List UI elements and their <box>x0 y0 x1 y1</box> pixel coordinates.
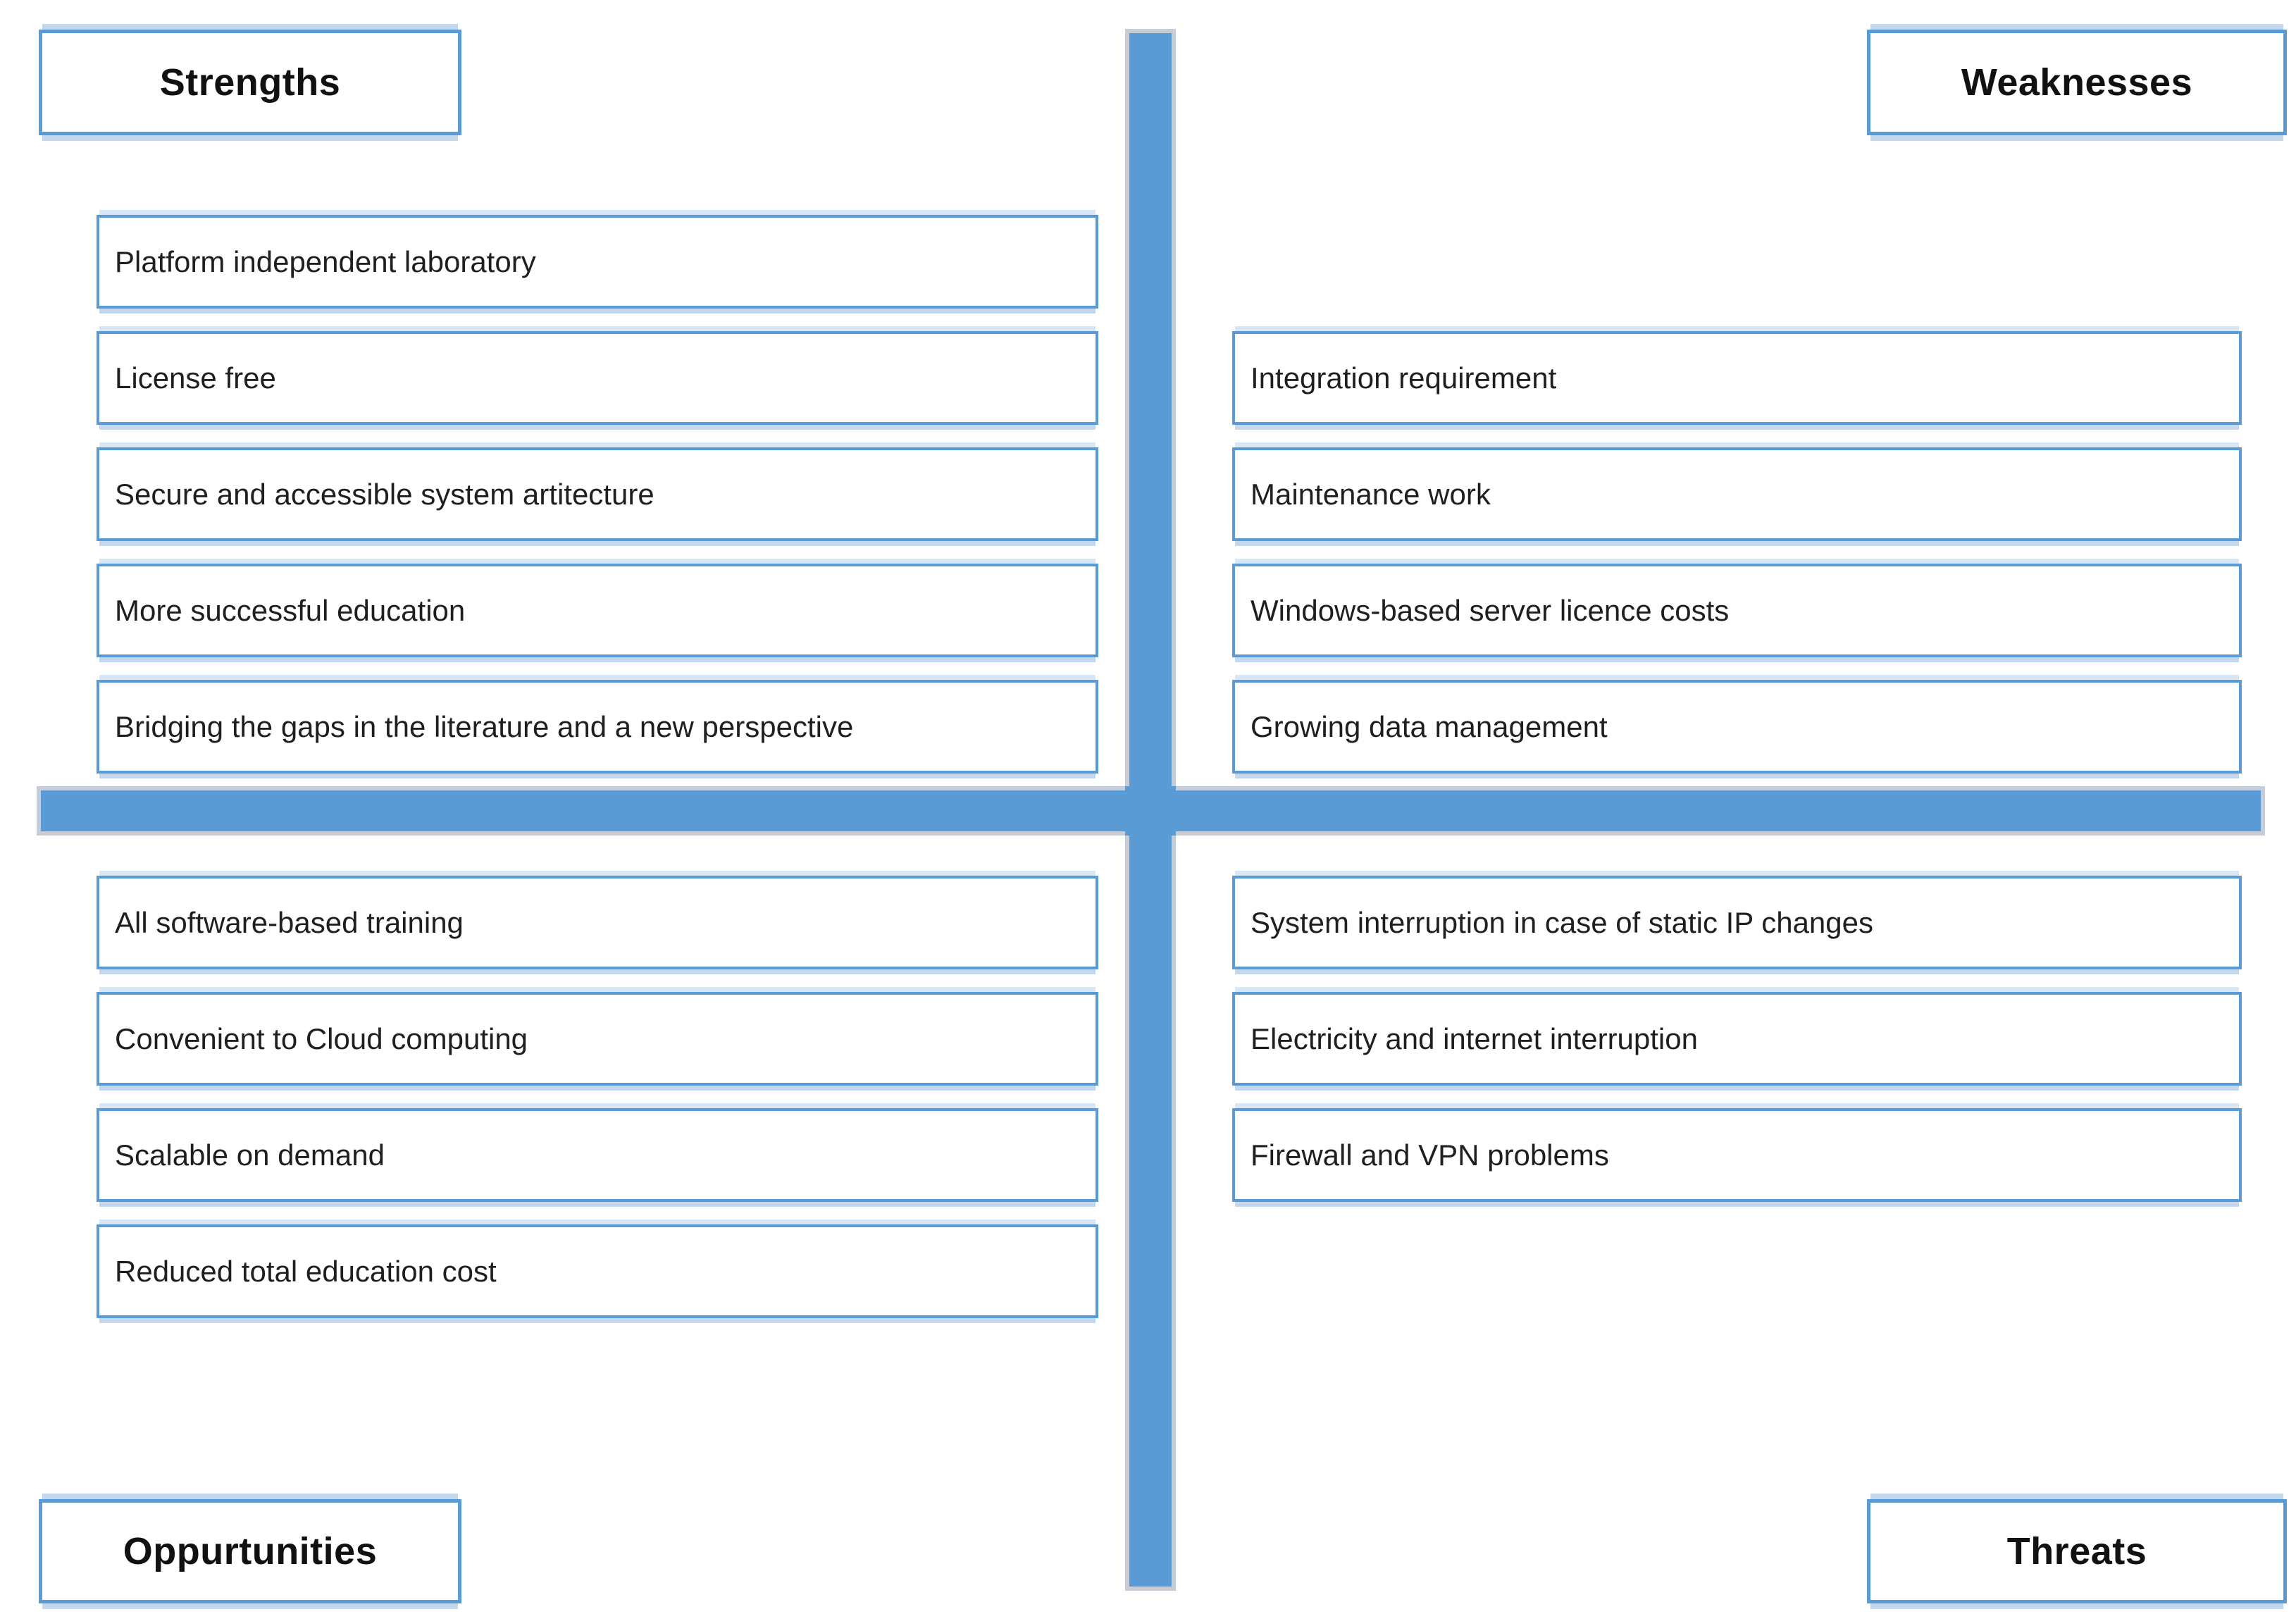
swot-item: All software-based training <box>97 876 1098 969</box>
swot-item: Convenient to Cloud computing <box>97 992 1098 1086</box>
swot-item-label: Scalable on demand <box>115 1138 385 1172</box>
swot-item: Reduced total education cost <box>97 1224 1098 1318</box>
strengths-header: Strengths <box>39 30 461 135</box>
swot-item-label: All software-based training <box>115 905 464 939</box>
swot-item: Maintenance work <box>1232 447 2242 541</box>
swot-item: System interruption in case of static IP… <box>1232 876 2242 969</box>
swot-item: Integration requirement <box>1232 331 2242 425</box>
swot-item-label: Windows-based server licence costs <box>1251 593 1730 627</box>
swot-item: License free <box>97 331 1098 425</box>
swot-item-label: Firewall and VPN problems <box>1251 1138 1609 1172</box>
swot-item: Platform independent laboratory <box>97 215 1098 309</box>
swot-item-label: Convenient to Cloud computing <box>115 1022 528 1055</box>
swot-item-label: Electricity and internet interruption <box>1251 1022 1698 1055</box>
threats-header: Threats <box>1867 1499 2287 1603</box>
swot-item-label: Bridging the gaps in the literature and … <box>115 709 854 743</box>
swot-item-label: Platform independent laboratory <box>115 244 536 278</box>
swot-item-label: License free <box>115 361 276 395</box>
threats-item-list: System interruption in case of static IP… <box>1232 876 2242 1202</box>
swot-item: Secure and accessible system artitecture <box>97 447 1098 541</box>
opportunities-header: Oppurtunities <box>39 1499 461 1603</box>
swot-item-label: Growing data management <box>1251 709 1608 743</box>
weaknesses-header: Weaknesses <box>1867 30 2287 135</box>
swot-item: Bridging the gaps in the literature and … <box>97 680 1098 774</box>
swot-item-label: More successful education <box>115 593 466 627</box>
swot-item-label: System interruption in case of static IP… <box>1251 905 1874 939</box>
swot-item: Electricity and internet interruption <box>1232 992 2242 1086</box>
swot-item-label: Maintenance work <box>1251 477 1491 511</box>
swot-item: Growing data management <box>1232 680 2242 774</box>
swot-item-label: Reduced total education cost <box>115 1254 497 1288</box>
swot-item: Scalable on demand <box>97 1108 1098 1202</box>
swot-item: Windows-based server licence costs <box>1232 564 2242 657</box>
swot-item-label: Secure and accessible system artitecture <box>115 477 654 511</box>
divider-cross-intersection <box>1125 786 1176 836</box>
swot-item: More successful education <box>97 564 1098 657</box>
swot-item-label: Integration requirement <box>1251 361 1557 395</box>
swot-item: Firewall and VPN problems <box>1232 1108 2242 1202</box>
